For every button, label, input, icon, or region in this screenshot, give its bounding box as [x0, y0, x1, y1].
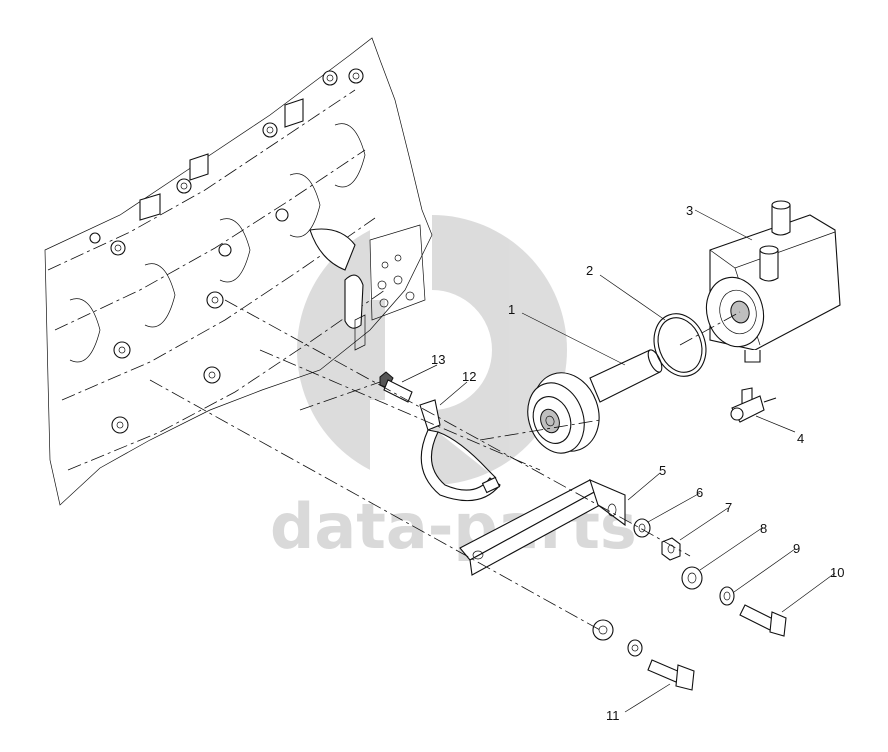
- callouts: 1 2 3 4 5 6 7 8 9 10 11 12 13: [431, 203, 844, 723]
- callout-7: 7: [725, 500, 732, 515]
- callout-4: 4: [797, 431, 804, 446]
- part-8-washer: [681, 566, 703, 590]
- callout-5: 5: [659, 463, 666, 478]
- callout-12: 12: [462, 369, 476, 384]
- callout-13: 13: [431, 352, 445, 367]
- callout-6: 6: [696, 485, 703, 500]
- part-2-o-ring: [653, 313, 707, 377]
- part-13-bolt: [379, 371, 413, 403]
- callout-2: 2: [586, 263, 593, 278]
- leader-lines: [401, 209, 836, 713]
- watermark: data-parts: [270, 215, 637, 563]
- part-1-pulley-shaft: [527, 349, 663, 454]
- part-9-spring-washer: [719, 586, 735, 606]
- engine-block: [44, 37, 433, 506]
- part-11-washers-bolt: [592, 619, 695, 691]
- part-12-clamp: [419, 399, 501, 502]
- watermark-logo: [297, 215, 567, 485]
- part-4-bleed-valve: [730, 387, 777, 423]
- callout-1: 1: [508, 302, 515, 317]
- callout-3: 3: [686, 203, 693, 218]
- alignment-lines: [149, 299, 741, 631]
- part-7-nut: [661, 537, 681, 561]
- part-6-washer: [633, 518, 651, 538]
- callout-10: 10: [830, 565, 844, 580]
- part-5-bracket: [459, 479, 626, 576]
- part-3-housing: [705, 200, 841, 363]
- callout-11: 11: [606, 708, 620, 723]
- part-10-bolt: [739, 604, 787, 637]
- callout-9: 9: [793, 541, 800, 556]
- callout-8: 8: [760, 521, 767, 536]
